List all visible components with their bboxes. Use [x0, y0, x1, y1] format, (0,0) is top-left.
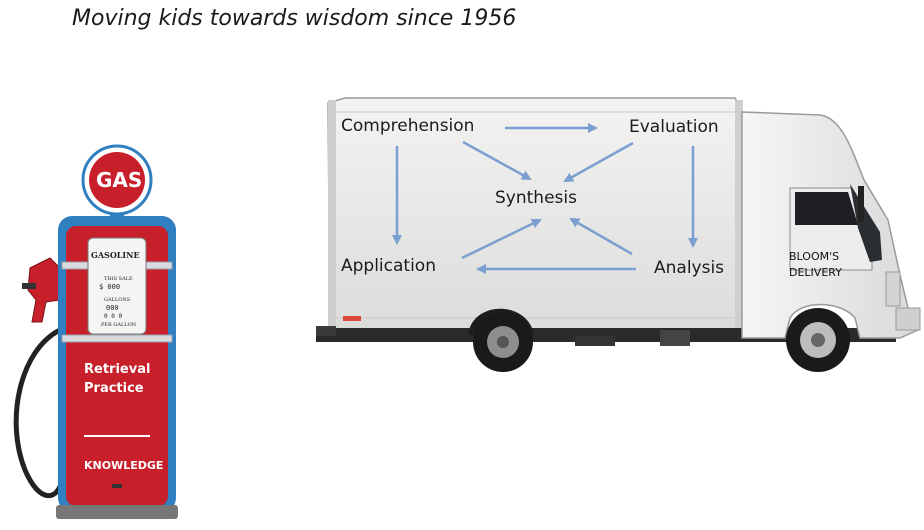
cargo-box: [327, 97, 743, 332]
pump-gallons: GALLONS: [104, 297, 131, 303]
truck-door-text-line1: BLOOM'S: [789, 250, 840, 263]
node-synthesis: Synthesis: [495, 188, 577, 208]
rear-wheel: [468, 308, 534, 372]
node-application: Application: [341, 256, 436, 276]
pump-this-sale: THIS SALE: [104, 276, 133, 282]
pump-label-practice: Practice: [84, 381, 144, 396]
arrow-analysis-synthesis: [569, 217, 633, 256]
pump-price-digits: 0 0 0: [104, 313, 123, 320]
pump-label-knowledge: KNOWLEDGE: [84, 459, 164, 472]
truck-cab: [741, 111, 921, 339]
truck-door-text-line2: DELIVERY: [789, 266, 842, 279]
arrow-evaluation-synthesis: [563, 141, 634, 183]
pump-label-retrieval: Retrieval: [84, 362, 151, 377]
taxonomy-arrows: [392, 123, 698, 274]
tagline: Moving kids towards wisdom since 1956: [72, 6, 517, 31]
fuel-nozzle-icon: [22, 257, 61, 323]
arrow-comprehension-synthesis: [462, 140, 532, 181]
node-comprehension: Comprehension: [341, 116, 475, 136]
pump-per-gallon: PER GALLON: [101, 322, 137, 328]
front-wheel: [786, 308, 850, 372]
pump-gallons-digits: 000: [106, 304, 119, 312]
pump-sale-digits: $ 000: [99, 283, 121, 291]
arrow-application-synthesis: [461, 218, 542, 260]
gas-sign: [81, 144, 153, 216]
node-analysis: Analysis: [654, 258, 725, 278]
gas-sign-label: GAS: [96, 168, 143, 192]
pump-panel-title: GASOLINE: [91, 250, 140, 260]
node-evaluation: Evaluation: [629, 117, 719, 137]
